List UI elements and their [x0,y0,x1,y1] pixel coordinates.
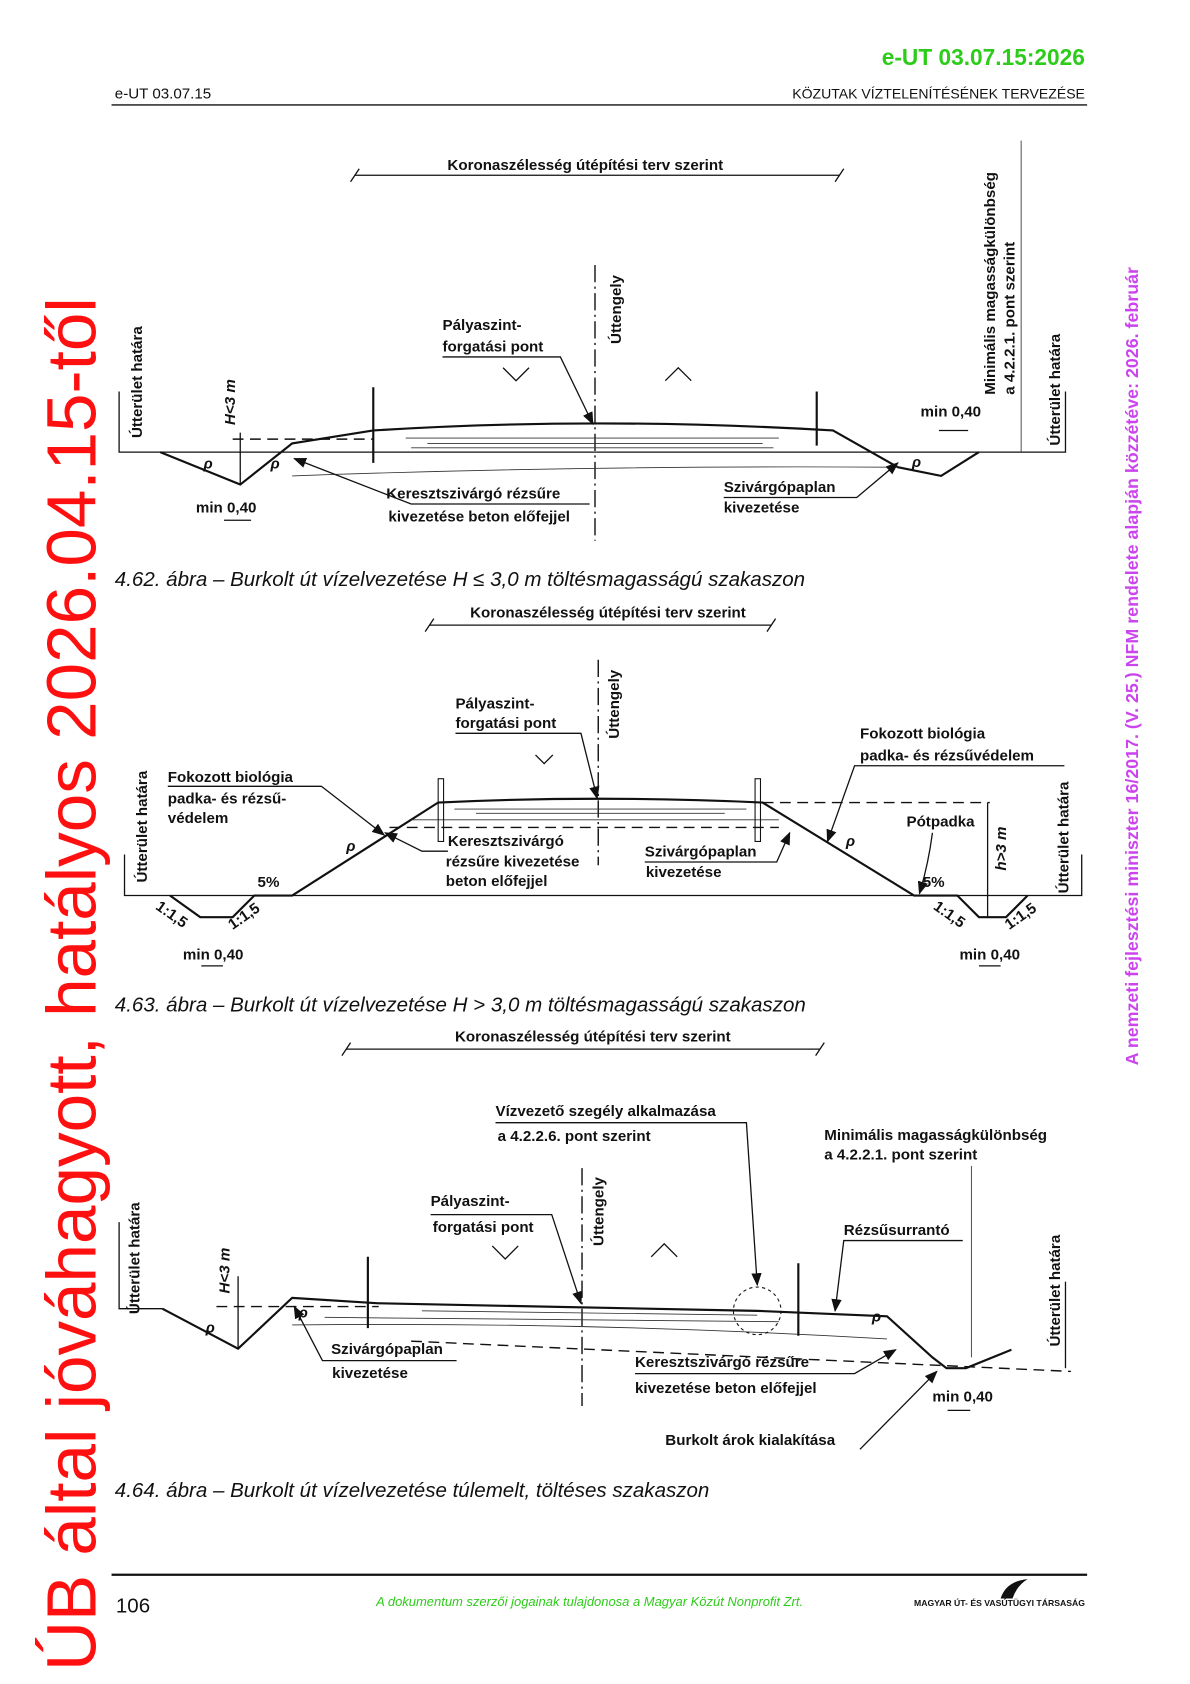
standard-code: e-UT 03.07.15 [115,85,211,102]
rho-symbol: ρ [845,833,855,850]
cross-drain-label-2: kivezetése beton előfejjel [635,1380,817,1397]
rotation-label-2: forgatási pont [455,715,556,732]
paved-ditch-label: Burkolt árok kialakítása [665,1432,835,1449]
centerline-label: Úttengely [590,1176,608,1246]
cross-drain-label-1: Keresztszivárgó rézsűre [386,486,560,503]
publication-watermark: A nemzeti fejlesztési miniszter 16/2017.… [1122,267,1142,1065]
min-right-label: min 0,40 [932,1389,993,1406]
standard-code-green: e-UT 03.07.15:2026 [882,44,1085,70]
page-number: 106 [116,1595,150,1618]
height-label: h>3 m [993,827,1010,871]
figure-caption: 4.62. ábra – Burkolt út vízelvezetése H … [115,568,805,591]
slope-label: 5% [258,874,280,891]
rotation-label-1: Pályaszint- [455,695,534,712]
min-height-label-2: a 4.2.2.1. pont szerint [824,1146,977,1163]
centerline-label: Úttengely [607,274,625,344]
society-logo: MAGYAR ÚT- ÉS VASÚTÜGYI TÁRSASÁG [914,1579,1085,1608]
cross-drain-label-2: rézsűre kivezetése [446,853,580,870]
min-height-label-1: Minimális magasságkülönbség [982,172,999,395]
rho-symbol: ρ [911,454,921,471]
boundary-right-label: Útterület határa [1055,781,1073,893]
cross-drain-label-1: Keresztszivárgó rézsűre [635,1354,809,1371]
figure-4-62: Koronaszélesség útépítési terv szerint Ú… [115,140,1067,591]
curb-label-1: Vízvezető szegély alkalmazása [495,1103,716,1120]
bio-right-label-1: Fokozott biológia [860,726,986,743]
cross-drain-label-3: beton előfejjel [446,873,548,890]
boundary-right-label: Útterület határa [1046,1234,1064,1346]
rotation-label-1: Pályaszint- [431,1193,510,1210]
rho-symbol: ρ [345,838,355,855]
guard-post-right [754,778,762,842]
crown-width-label: Koronaszélesség útépítési terv szerint [447,157,723,174]
page-footer: 106 A dokumentum szerzői jogainak tulajd… [111,1573,1088,1618]
centerline-label: Úttengely [605,669,623,739]
cross-drain-label-1: Keresztszivárgó [448,833,564,850]
height-label: H<3 m [216,1248,233,1294]
boundary-left-label: Útterület határa [128,326,146,438]
logo-text: MAGYAR ÚT- ÉS VASÚTÜGYI TÁRSASÁG [914,1597,1085,1608]
figure-4-64: Koronaszélesség útépítési terv szerint Ú… [115,1029,1071,1502]
guard-post-left [437,778,445,842]
boundary-left-label: Útterület határa [133,770,151,882]
copyright-notice: A dokumentum szerzői jogainak tulajdonos… [375,1594,803,1609]
logo-swoosh-icon [1000,1579,1028,1599]
min-left-label: min 0,40 [183,946,244,963]
page-header: e-UT 03.07.15:2026 e-UT 03.07.15 KÖZUTAK… [111,44,1088,106]
mat-label-2: kivezetése [724,500,800,517]
boundary-right-label: Útterület határa [1046,333,1064,445]
rotation-label-1: Pályaszint- [442,317,521,334]
figure-caption: 4.63. ábra – Burkolt út vízelvezetése H … [115,993,806,1016]
boundary-left-label: Útterület határa [126,1202,144,1314]
rho-symbol: ρ [205,1319,215,1336]
bio-left-label-1: Fokozott biológia [168,769,294,786]
min-right-label: min 0,40 [921,403,982,420]
berm-label: Pótpadka [906,813,975,830]
ratio-label: 1:1,5 [930,898,968,932]
bio-right-label-2: padka- és rézsűvédelem [860,747,1034,764]
section-title: KÖZUTAK VÍZTELENÍTÉSÉNEK TERVEZÉSE [792,84,1085,101]
crown-width-label: Koronaszélesség útépítési terv szerint [455,1029,731,1046]
rho-symbol: ρ [270,455,280,472]
rotation-label-2: forgatási pont [442,339,543,356]
rho-symbol: ρ [202,455,212,472]
cross-drain-label-2: kivezetése beton előfejjel [388,508,570,525]
mat-label-2: kivezetése [332,1365,408,1382]
min-left-label: min 0,40 [196,500,257,517]
slope-label: 5% [923,874,945,891]
approval-watermark: ÚB által jóváhagyott, hatályos 2026.04.1… [32,297,110,1671]
rho-symbol: ρ [298,1304,308,1321]
ratio-label: 1:1,5 [1002,900,1040,934]
figure-4-63: Koronaszélesség útépítési terv szerint Ú… [115,605,1083,1016]
ratio-label: 1:1,5 [153,898,191,932]
min-right-label: min 0,40 [959,946,1020,963]
figure-caption: 4.64. ábra – Burkolt út vízelvezetése tú… [115,1479,710,1502]
curb-label-2: a 4.2.2.6. pont szerint [498,1128,651,1145]
crown-width-label: Koronaszélesség útépítési terv szerint [470,605,746,622]
min-height-label-1: Minimális magasságkülönbség [824,1127,1047,1144]
rotation-label-2: forgatási pont [433,1219,534,1236]
min-height-label-2: a 4.2.2.1. pont szerint [1002,242,1019,395]
bio-left-label-2: padka- és rézsű- [168,791,287,808]
mat-label-2: kivezetése [646,864,722,881]
curb-detail-circle [732,1286,782,1336]
mat-label-1: Szivárgópaplan [331,1341,443,1358]
mat-label-1: Szivárgópaplan [645,844,757,861]
height-label: H<3 m [222,379,239,425]
chute-label: Rézsűsurrantó [844,1222,950,1239]
bio-left-label-3: védelem [168,810,229,827]
mat-label-1: Szivárgópaplan [724,479,836,496]
rho-symbol: ρ [871,1309,881,1326]
